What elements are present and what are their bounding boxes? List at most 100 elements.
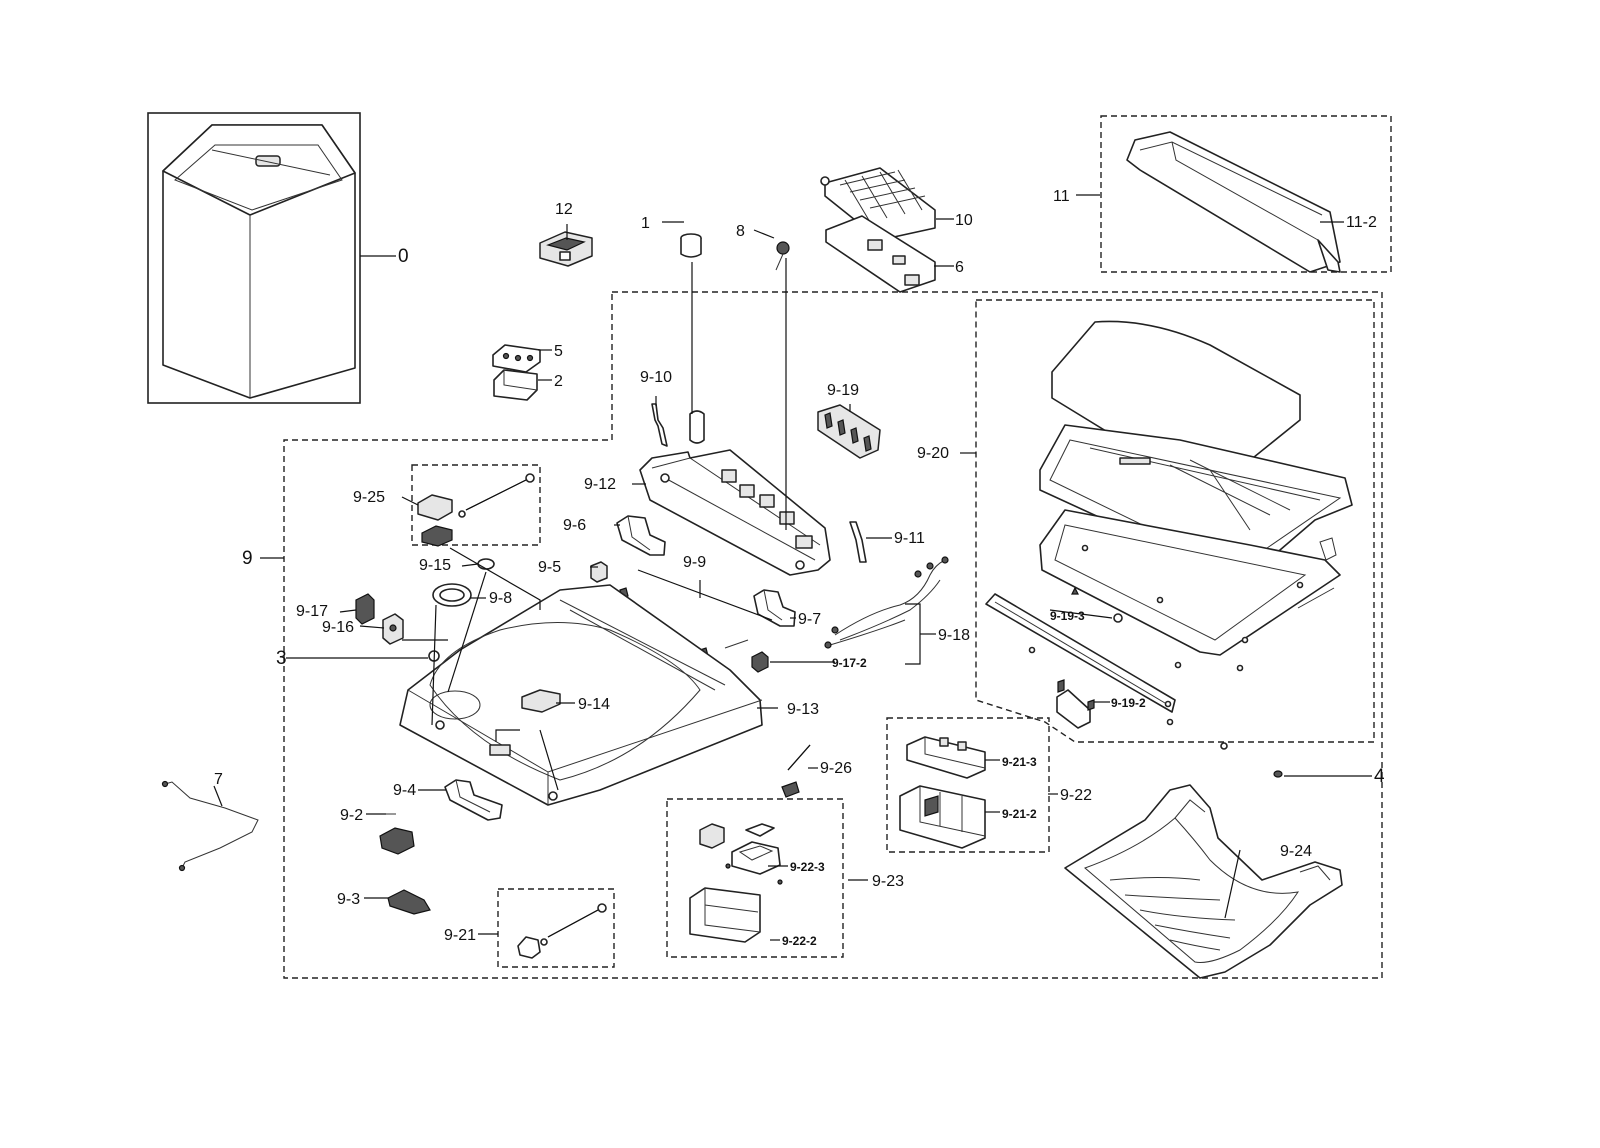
- label-9-12: 9-12: [584, 476, 616, 493]
- label-4: 4: [1374, 766, 1385, 787]
- label-9-7: 9-7: [798, 611, 821, 628]
- label-9-21-3: 9-21-3: [1002, 755, 1037, 769]
- label-9-18: 9-18: [938, 627, 970, 644]
- label-9-10: 9-10: [640, 369, 672, 386]
- part-5-connector: [492, 344, 541, 373]
- part-4-screw: [1273, 770, 1283, 778]
- box-group-9-25: [411, 464, 541, 546]
- part-2-holder: [493, 369, 538, 401]
- label-9-2: 9-2: [340, 807, 363, 824]
- part-9-19-2-clip: [1056, 679, 1095, 729]
- part-9-12-control-housing: [639, 449, 831, 576]
- label-7: 7: [214, 771, 223, 788]
- label-9-3: 9-3: [337, 891, 360, 908]
- part-9-21-3-dispenser-cover: [906, 736, 986, 779]
- part-9-16-switch: [382, 613, 404, 645]
- part-9-19-3-screw: [1113, 613, 1123, 623]
- label-11: 11: [1053, 188, 1070, 205]
- box-part-0: [147, 112, 361, 404]
- part-10-pcb: [820, 167, 936, 241]
- part-9-19-connector: [817, 404, 881, 459]
- label-9-5: 9-5: [538, 559, 561, 576]
- label-9-19-3: 9-19-3: [1050, 609, 1085, 623]
- part-9-17-2-terminal: [751, 651, 769, 673]
- label-9-17: 9-17: [296, 603, 328, 620]
- label-2: 2: [554, 373, 563, 390]
- label-9-22-3: 9-22-3: [790, 860, 825, 874]
- leader-lines: [213, 194, 1372, 941]
- label-9-11: 9-11: [894, 530, 925, 547]
- label-9-16: 9-16: [322, 619, 354, 636]
- part-9-24-tub-cover: [1064, 784, 1343, 979]
- label-12: 12: [555, 201, 573, 218]
- label-9-17-2: 9-17-2: [832, 656, 867, 670]
- label-9-22-2: 9-22-2: [782, 934, 817, 948]
- label-6: 6: [955, 259, 964, 276]
- part-9-15-grommet: [477, 558, 495, 570]
- part-9-9-rod: [619, 569, 773, 659]
- lid-small-bits: [1028, 586, 1244, 750]
- label-9-20: 9-20: [917, 445, 949, 462]
- label-9-24: 9-24: [1280, 843, 1312, 860]
- box-group-9-22: [886, 717, 1050, 853]
- part-9-3-lock-switch: [387, 889, 431, 915]
- label-9: 9: [242, 548, 253, 569]
- part-9-23-dispenser: [689, 823, 783, 943]
- part-8-sensor: [775, 241, 790, 271]
- label-9-4: 9-4: [393, 782, 416, 799]
- part-9-18-harness: [824, 556, 949, 649]
- label-0: 0: [398, 246, 409, 267]
- part-6-case: [825, 215, 936, 293]
- part-12-switch: [539, 231, 593, 267]
- part-9-11-bracket: [849, 521, 867, 563]
- part-9-6-hinge: [616, 515, 666, 556]
- label-9-19-2: 9-19-2: [1111, 696, 1146, 710]
- callout-labels: 0 12 1 8 10 6 11 11-2 5 2 9-10 9-19 9-20…: [214, 188, 1385, 948]
- part-9-17-switch: [355, 593, 375, 625]
- label-9-15: 9-15: [419, 557, 451, 574]
- part-9-5-clip: [590, 561, 608, 583]
- label-9-19: 9-19: [827, 382, 859, 399]
- part-9-10-bracket: [651, 403, 668, 447]
- box-group-11: [1100, 115, 1392, 273]
- label-9-6: 9-6: [563, 517, 586, 534]
- label-8: 8: [736, 223, 745, 240]
- label-9-13: 9-13: [787, 701, 819, 718]
- part-9-2-lock: [379, 813, 415, 855]
- label-9-25: 9-25: [353, 489, 385, 506]
- label-9-22: 9-22: [1060, 787, 1092, 804]
- label-9-14: 9-14: [578, 696, 610, 713]
- part-9-21-2-dispenser-box: [899, 785, 986, 849]
- part-1-cap: [680, 233, 702, 258]
- box-group-9: [283, 291, 1383, 979]
- label-1: 1: [641, 215, 650, 232]
- label-9-26: 9-26: [820, 760, 852, 777]
- part-9-20-lid-base: [1039, 509, 1341, 656]
- part-9-8-ring: [432, 583, 472, 607]
- part-9-20-side-rail: [1297, 537, 1337, 609]
- part-7-cable: [161, 780, 259, 872]
- part-9-capacitor: [689, 410, 705, 444]
- part-11-top-cover: [1126, 131, 1341, 273]
- part-9-20-front-trim: [985, 593, 1176, 713]
- label-9-21-2: 9-21-2: [1002, 807, 1037, 821]
- label-9-23: 9-23: [872, 873, 904, 890]
- label-9-21: 9-21: [444, 927, 476, 944]
- part-9-21-hinge: [517, 903, 607, 959]
- label-3: 3: [276, 648, 287, 669]
- box-group-9-23: [666, 798, 844, 958]
- part-9-4-hinge: [444, 779, 503, 821]
- part-9-26-rod: [781, 744, 811, 798]
- part-9-7-hinge: [753, 589, 796, 627]
- part-9-14-handle: [521, 689, 561, 713]
- label-9-9: 9-9: [683, 554, 706, 571]
- label-9-8: 9-8: [489, 590, 512, 607]
- part-9-13-top-frame: [399, 584, 763, 806]
- part-9-25-latch: [417, 473, 535, 547]
- label-11-2: 11-2: [1346, 214, 1377, 231]
- label-10: 10: [955, 212, 973, 229]
- label-5: 5: [554, 343, 563, 360]
- box-group-9-21: [497, 888, 615, 968]
